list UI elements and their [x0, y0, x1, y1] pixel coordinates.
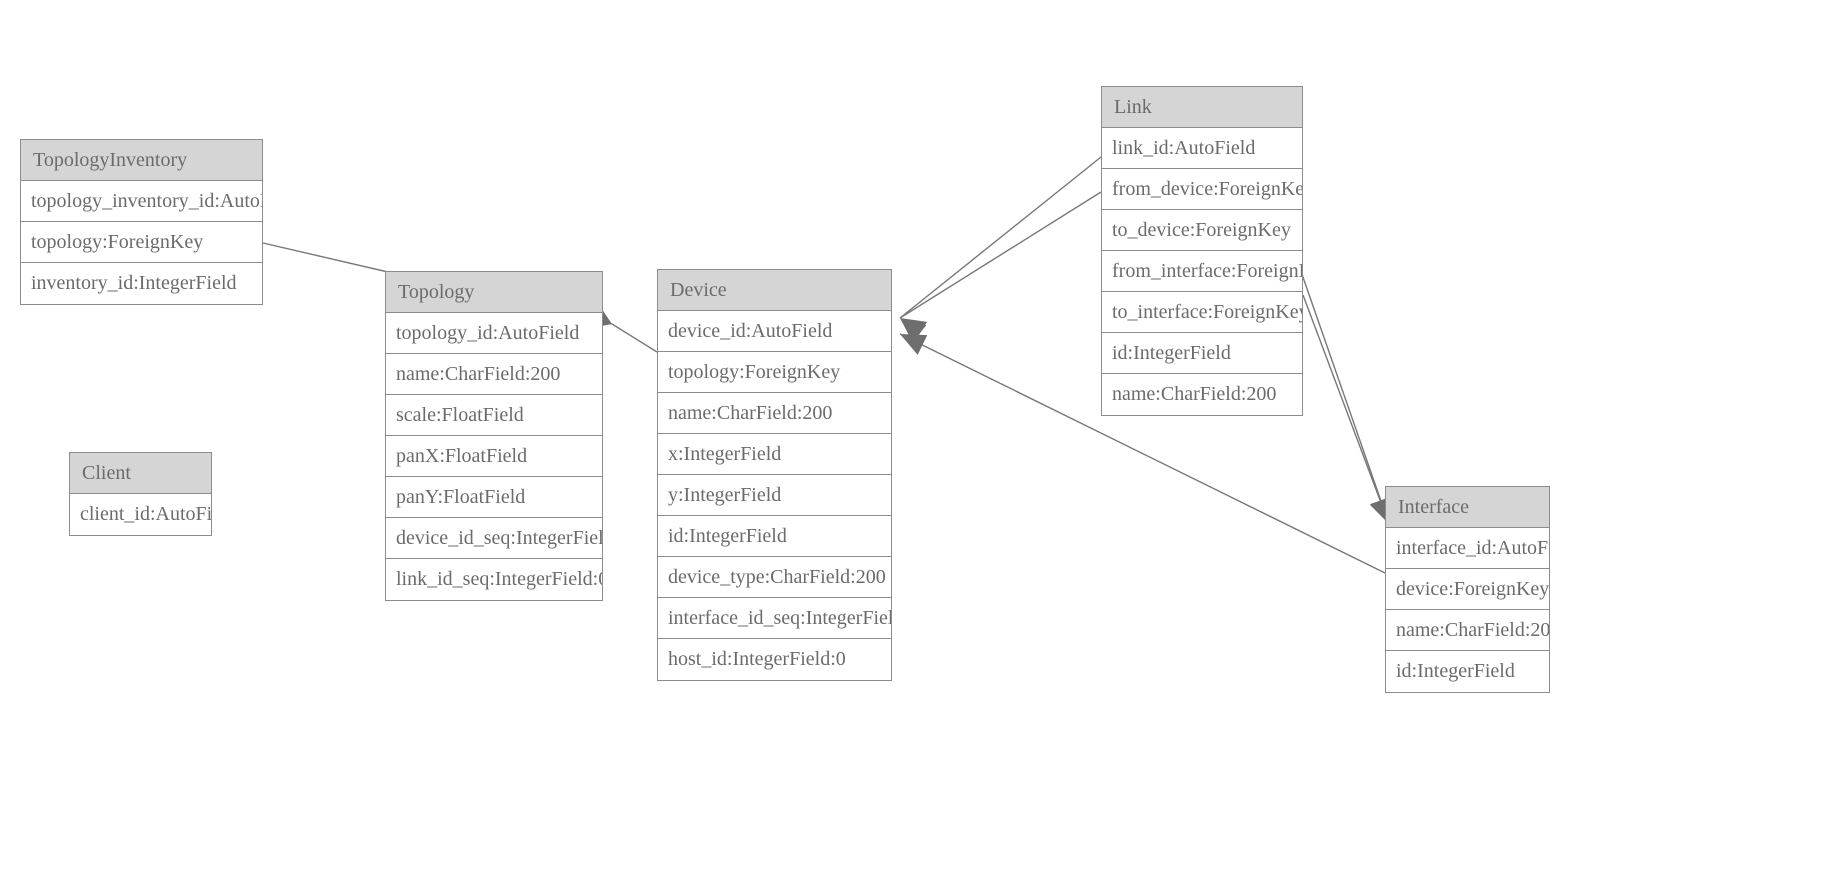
entity-field: interface_id_seq:IntegerField:0	[658, 598, 891, 639]
entity-field: link_id:AutoField	[1102, 128, 1302, 169]
entity-title: Topology	[386, 272, 602, 313]
entity-field: from_device:ForeignKey	[1102, 169, 1302, 210]
entity-field: inventory_id:IntegerField	[21, 263, 262, 304]
entity-field: client_id:AutoField	[70, 494, 211, 535]
entity-field: device_id:AutoField	[658, 311, 891, 352]
entity-topology[interactable]: Topology topology_id:AutoField name:Char…	[385, 271, 603, 601]
entity-interface[interactable]: Interface interface_id:AutoField device:…	[1385, 486, 1550, 693]
entity-field: name:CharField:200	[1386, 610, 1549, 651]
entity-field: device_type:CharField:200	[658, 557, 891, 598]
entity-field: device:ForeignKey	[1386, 569, 1549, 610]
entity-field: topology:ForeignKey	[658, 352, 891, 393]
relation-line	[899, 191, 1102, 319]
relation-line	[899, 156, 1102, 319]
relation-line	[611, 323, 658, 353]
entity-field: id:IntegerField	[658, 516, 891, 557]
relation-arrowhead	[900, 318, 928, 341]
entity-title: Interface	[1386, 487, 1549, 528]
entity-link[interactable]: Link link_id:AutoField from_device:Forei…	[1101, 86, 1303, 416]
entity-field: to_interface:ForeignKey	[1102, 292, 1302, 333]
entity-field: topology:ForeignKey	[21, 222, 262, 263]
entity-field: device_id_seq:IntegerField:0	[386, 518, 602, 559]
entity-title: TopologyInventory	[21, 140, 262, 181]
entity-field: host_id:IntegerField:0	[658, 639, 891, 680]
entity-field: interface_id:AutoField	[1386, 528, 1549, 569]
entity-field: x:IntegerField	[658, 434, 891, 475]
relation-arrowhead	[900, 334, 928, 355]
entity-title: Link	[1102, 87, 1302, 128]
entity-title: Client	[70, 453, 211, 494]
entity-field: name:CharField:200	[1102, 374, 1302, 415]
entity-field: to_device:ForeignKey	[1102, 210, 1302, 251]
entity-topologyinventory[interactable]: TopologyInventory topology_inventory_id:…	[20, 139, 263, 305]
entity-field: id:IntegerField	[1386, 651, 1549, 692]
entity-field: topology_id:AutoField	[386, 313, 602, 354]
entity-field: name:CharField:200	[658, 393, 891, 434]
entity-field: name:CharField:200	[386, 354, 602, 395]
relation-line	[1296, 259, 1390, 525]
entity-field: panX:FloatField	[386, 436, 602, 477]
relation-line	[1302, 294, 1390, 525]
entity-client[interactable]: Client client_id:AutoField	[69, 452, 212, 536]
entity-field: scale:FloatField	[386, 395, 602, 436]
entity-field: id:IntegerField	[1102, 333, 1302, 374]
entity-field: from_interface:ForeignKey	[1102, 251, 1302, 292]
entity-title: Device	[658, 270, 891, 311]
relation-arrowhead	[900, 318, 927, 343]
entity-field: panY:FloatField	[386, 477, 602, 518]
entity-field: y:IntegerField	[658, 475, 891, 516]
entity-field: topology_inventory_id:AutoField	[21, 181, 262, 222]
entity-field: link_id_seq:IntegerField:0	[386, 559, 602, 600]
entity-device[interactable]: Device device_id:AutoField topology:Fore…	[657, 269, 892, 681]
